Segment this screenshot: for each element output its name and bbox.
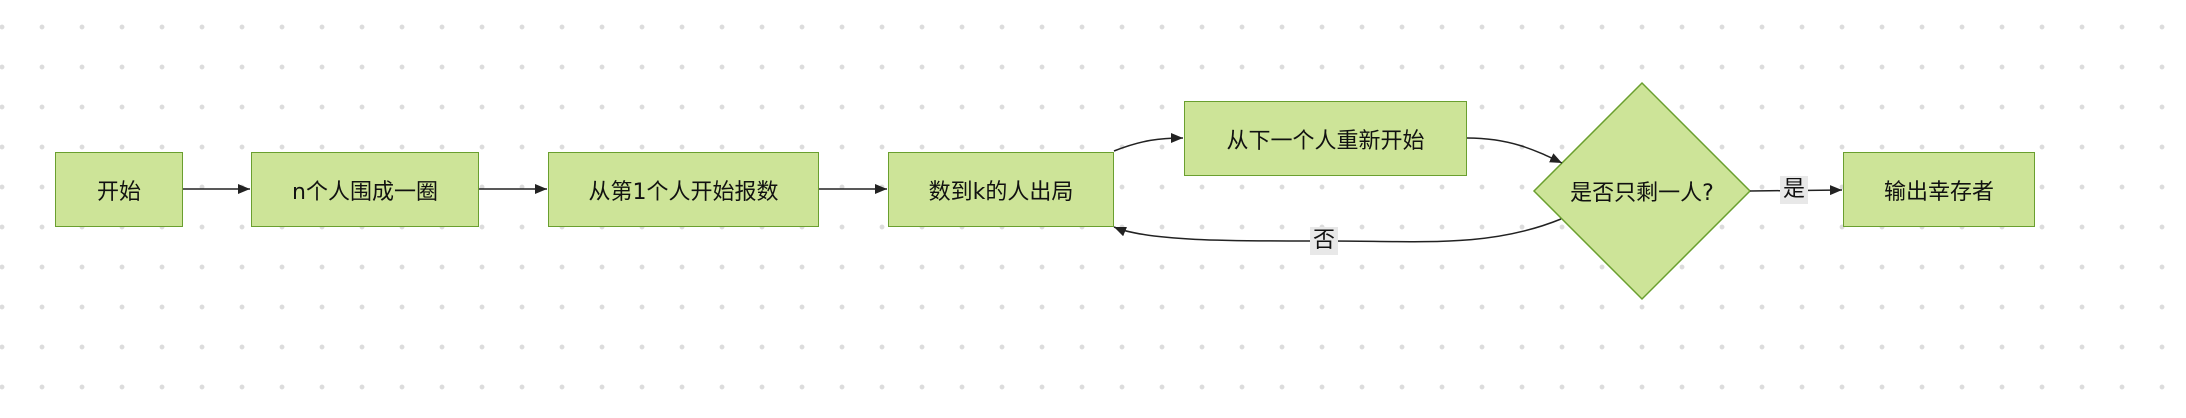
edge-label-no: 否 — [1310, 227, 1339, 255]
node-kth-out[interactable]: 数到k的人出局 — [888, 152, 1114, 227]
edge-label-yes: 是 — [1780, 176, 1809, 204]
node-kth-out-label: 数到k的人出局 — [928, 179, 1074, 205]
node-start[interactable]: 开始 — [55, 152, 183, 227]
node-circle-label: n个人围成一圈 — [292, 179, 438, 205]
node-count-from-first[interactable]: 从第1个人开始报数 — [548, 152, 819, 227]
decision-node-label: 是否只剩一人? — [1570, 181, 1714, 206]
node-restart-next[interactable]: 从下一个人重新开始 — [1184, 101, 1467, 176]
node-count-from-first-label: 从第1个人开始报数 — [588, 179, 779, 205]
decision-diamond — [1532, 81, 1752, 301]
node-circle[interactable]: n个人围成一圈 — [251, 152, 479, 227]
node-start-label: 开始 — [96, 179, 141, 205]
edge-out-to-restart — [1113, 133, 1184, 152]
decision-node[interactable]: 是否只剩一人? — [1534, 83, 1750, 299]
node-output-survivor-label: 输出幸存者 — [1883, 179, 1994, 205]
edge-restart-to-decision — [1466, 137, 1563, 164]
node-restart-next-label: 从下一个人重新开始 — [1226, 128, 1425, 154]
node-output-survivor[interactable]: 输出幸存者 — [1843, 152, 2035, 227]
